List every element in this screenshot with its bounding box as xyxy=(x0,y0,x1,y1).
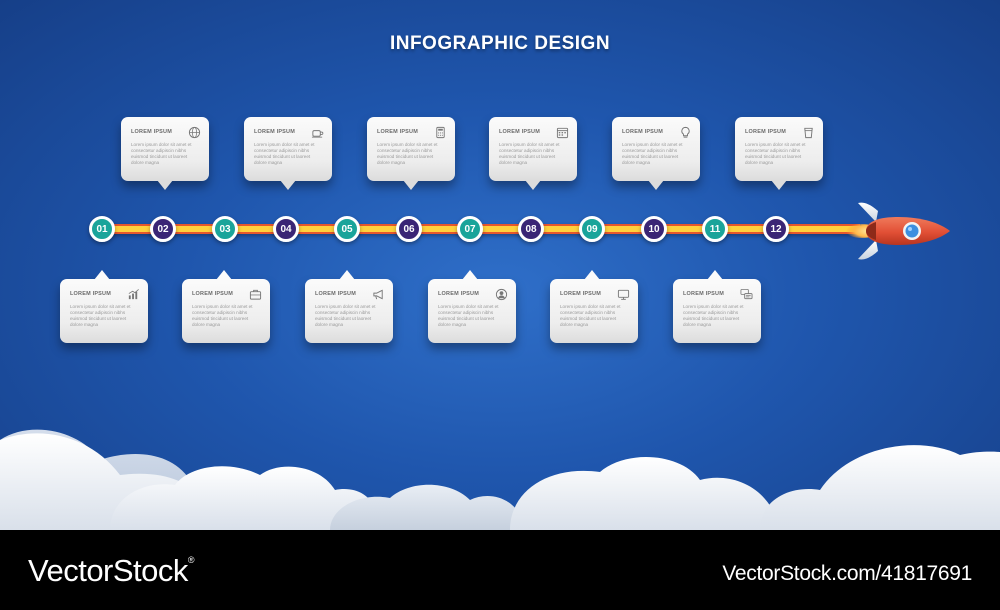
globe-icon xyxy=(187,125,201,139)
chat-icon xyxy=(739,287,753,301)
timeline-step-02: 02 xyxy=(150,216,176,242)
timeline-step-01: 01 xyxy=(89,216,115,242)
card-title: LOREM IPSUM xyxy=(131,129,173,135)
step-number: 02 xyxy=(157,223,169,235)
timeline-step-06: 06 xyxy=(396,216,422,242)
timeline-step-12: 12 xyxy=(763,216,789,242)
calculator-icon xyxy=(433,125,447,139)
page-title: INFOGRAPHIC DESIGN xyxy=(389,33,611,54)
timeline-step-03: 03 xyxy=(212,216,238,242)
card-body: Lorem ipsum dolor sit amet et consectetu… xyxy=(560,304,621,327)
briefcase-icon xyxy=(248,287,262,301)
card-body: Lorem ipsum dolor sit amet et consectetu… xyxy=(70,304,131,327)
lightbulb-icon xyxy=(678,125,692,139)
footer-bar xyxy=(0,530,1000,610)
step-number: 10 xyxy=(648,223,660,235)
bottom-card-6: LOREM IPSUM Lorem ipsum dolor sit amet e… xyxy=(673,270,761,343)
timeline-step-05: 05 xyxy=(334,216,360,242)
clouds-decoration xyxy=(0,429,1000,530)
bottom-card-4: LOREM IPSUM Lorem ipsum dolor sit amet e… xyxy=(428,270,516,343)
step-number: 01 xyxy=(96,223,108,235)
top-card-5: LOREM IPSUM Lorem ipsum dolor sit amet e… xyxy=(612,117,700,190)
bottom-card-2: LOREM IPSUM Lorem ipsum dolor sit amet e… xyxy=(182,270,270,343)
card-title: LOREM IPSUM xyxy=(377,129,419,135)
card-body: Lorem ipsum dolor sit amet et consectetu… xyxy=(377,142,438,165)
stock-id-link[interactable]: VectorStock.com/41817691 xyxy=(722,562,972,585)
timeline-step-11: 11 xyxy=(702,216,728,242)
step-number: 07 xyxy=(464,223,476,235)
cup-icon xyxy=(801,125,815,139)
infographic-canvas: INFOGRAPHIC DESIGN 01 02 03 04 05 06 07 08 09 10 1… xyxy=(0,0,1000,530)
rocket-icon xyxy=(846,202,950,260)
top-card-4: LOREM IPSUM Lorem ipsum dolor sit amet e… xyxy=(489,117,577,190)
brand-name: VectorStock xyxy=(28,553,188,588)
step-number: 12 xyxy=(770,223,782,235)
step-number: 08 xyxy=(525,223,537,235)
monitor-icon xyxy=(616,287,630,301)
card-body: Lorem ipsum dolor sit amet et consectetu… xyxy=(499,142,560,165)
card-body: Lorem ipsum dolor sit amet et consectetu… xyxy=(745,142,806,165)
card-title: LOREM IPSUM xyxy=(745,129,787,135)
chart-icon xyxy=(126,287,140,301)
user-icon xyxy=(494,287,508,301)
timeline-step-10: 10 xyxy=(641,216,667,242)
coffee-icon xyxy=(310,125,324,139)
step-number: 06 xyxy=(403,223,415,235)
top-card-6: LOREM IPSUM Lorem ipsum dolor sit amet e… xyxy=(735,117,823,190)
card-title: LOREM IPSUM xyxy=(499,129,541,135)
card-title: LOREM IPSUM xyxy=(683,291,725,297)
card-body: Lorem ipsum dolor sit amet et consectetu… xyxy=(683,304,744,327)
card-title: LOREM IPSUM xyxy=(438,291,480,297)
bottom-card-5: LOREM IPSUM Lorem ipsum dolor sit amet e… xyxy=(550,270,638,343)
card-body: Lorem ipsum dolor sit amet et consectetu… xyxy=(254,142,315,165)
card-title: LOREM IPSUM xyxy=(70,291,112,297)
card-body: Lorem ipsum dolor sit amet et consectetu… xyxy=(192,304,253,327)
card-body: Lorem ipsum dolor sit amet et consectetu… xyxy=(315,304,376,327)
card-title: LOREM IPSUM xyxy=(254,129,296,135)
card-body: Lorem ipsum dolor sit amet et consectetu… xyxy=(622,142,683,165)
card-body: Lorem ipsum dolor sit amet et consectetu… xyxy=(131,142,192,165)
top-card-2: LOREM IPSUM Lorem ipsum dolor sit amet e… xyxy=(244,117,332,190)
timeline-step-08: 08 xyxy=(518,216,544,242)
step-number: 03 xyxy=(219,223,231,235)
card-body: Lorem ipsum dolor sit amet et consectetu… xyxy=(438,304,499,327)
top-card-1: LOREM IPSUM Lorem ipsum dolor sit amet e… xyxy=(121,117,209,190)
step-number: 04 xyxy=(280,223,292,235)
card-title: LOREM IPSUM xyxy=(315,291,357,297)
card-title: LOREM IPSUM xyxy=(622,129,664,135)
bottom-card-1: LOREM IPSUM Lorem ipsum dolor sit amet e… xyxy=(60,270,148,343)
calendar-icon xyxy=(555,125,569,139)
step-number: 09 xyxy=(586,223,598,235)
timeline-step-04: 04 xyxy=(273,216,299,242)
timeline-step-09: 09 xyxy=(579,216,605,242)
bottom-card-3: LOREM IPSUM Lorem ipsum dolor sit amet e… xyxy=(305,270,393,343)
card-title: LOREM IPSUM xyxy=(192,291,234,297)
megaphone-icon xyxy=(371,287,385,301)
top-card-3: LOREM IPSUM Lorem ipsum dolor sit amet e… xyxy=(367,117,455,190)
registered-mark: ® xyxy=(187,555,195,565)
brand-logo[interactable]: VectorStock® xyxy=(28,553,195,589)
step-number: 11 xyxy=(709,223,721,235)
step-number: 05 xyxy=(341,223,353,235)
card-title: LOREM IPSUM xyxy=(560,291,602,297)
timeline-step-07: 07 xyxy=(457,216,483,242)
